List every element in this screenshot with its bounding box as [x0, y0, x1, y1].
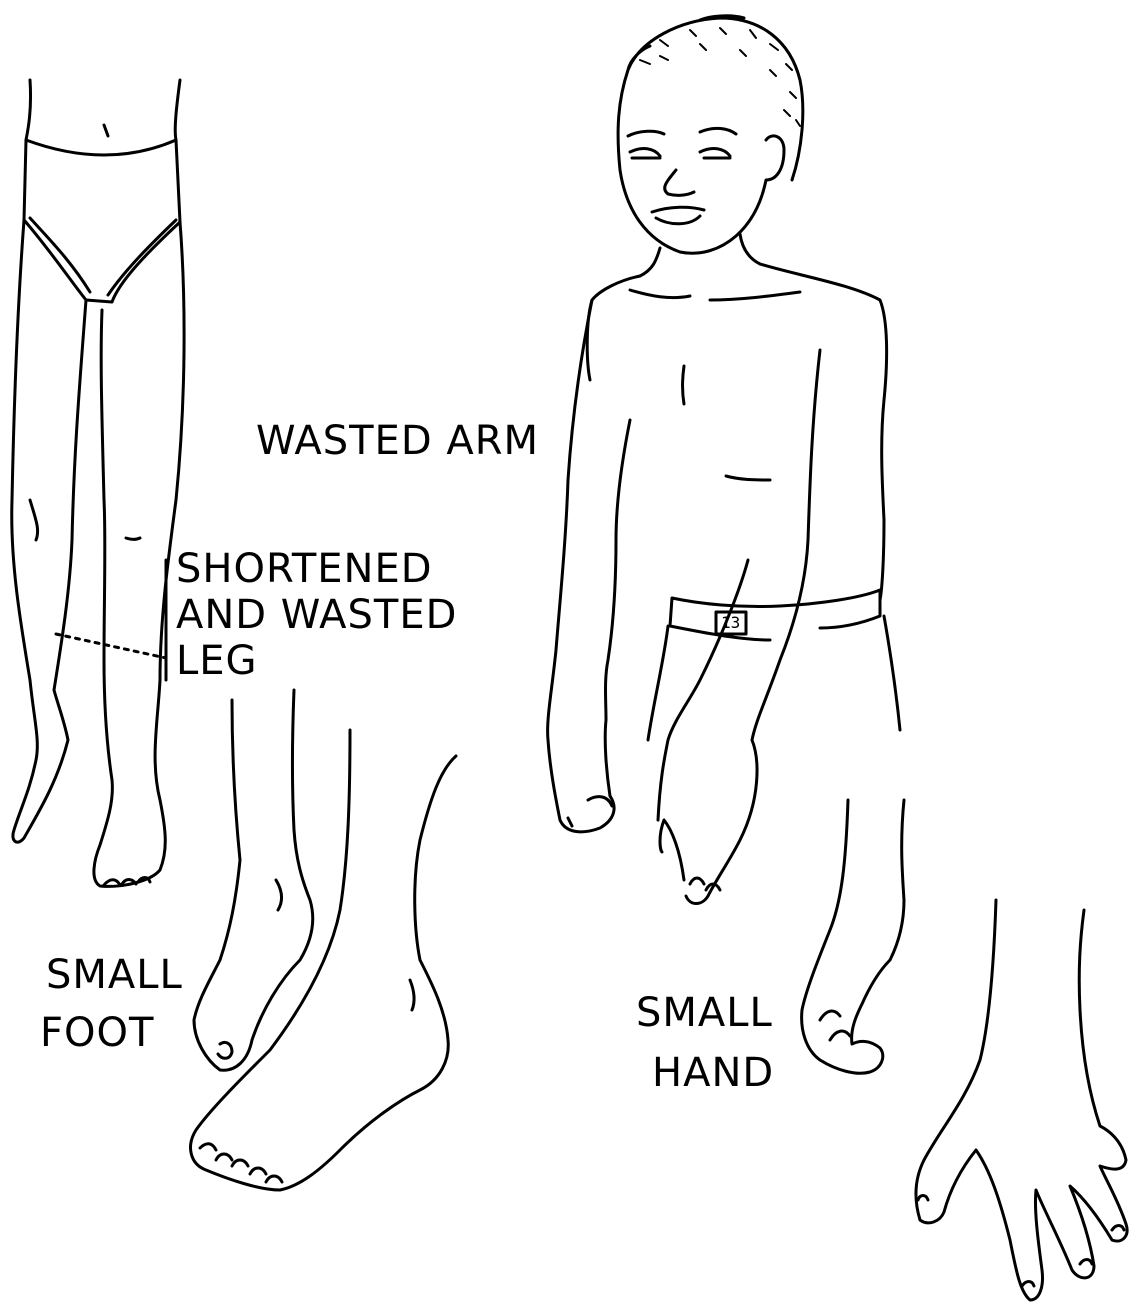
- boy-torso: [587, 264, 886, 600]
- boy-mouth: [652, 207, 704, 224]
- small-hand-label-line2: HAND: [652, 1050, 774, 1096]
- legs-figure: [12, 80, 184, 886]
- boy-right-eye: [700, 149, 730, 158]
- legs-underpants: [24, 140, 180, 302]
- left-leg-outline: [12, 220, 86, 842]
- normal-foot-outline: [191, 730, 456, 1190]
- normal-foot-toes: [200, 1144, 282, 1182]
- boy-face-outline: [618, 70, 784, 253]
- small-hand-label-line1: SMALL: [636, 990, 773, 1036]
- shortened-leg-label-line1: SHORTENED: [176, 546, 433, 592]
- shortened-leg-label-line2: AND WASTED: [176, 592, 457, 638]
- small-foot-label-line2: FOOT: [40, 1010, 154, 1056]
- boy-belt: [670, 590, 880, 640]
- small-hand-outline: [802, 800, 904, 1073]
- boy-hair-texture: [640, 28, 800, 126]
- left-knee-detail: [30, 500, 38, 540]
- normal-hand-outline: [916, 900, 1127, 1300]
- boy-hair: [628, 16, 803, 180]
- legs-torso-outline: [26, 80, 180, 140]
- boy-left-fist: [568, 797, 612, 826]
- leg-length-dotted-line: [56, 634, 166, 658]
- right-leg-outline: [94, 222, 184, 886]
- boy-chest-marks: [683, 366, 771, 480]
- right-knee-detail: [126, 538, 140, 540]
- wasted-arm-label: WASTED ARM: [256, 418, 539, 464]
- small-foot-ankle: [276, 880, 282, 910]
- belt-buckle-text: 13: [721, 612, 740, 634]
- boy-collarbones: [630, 290, 800, 300]
- feet-figure: [191, 690, 456, 1190]
- shortened-leg-label-line3: LEG: [176, 638, 258, 684]
- small-hand-fingers: [820, 1011, 850, 1040]
- hands-figure: [802, 800, 1127, 1300]
- boy-nose: [665, 170, 694, 195]
- normal-foot-ankle: [410, 980, 414, 1010]
- boy-left-eye: [630, 149, 660, 158]
- boy-figure: [548, 16, 900, 904]
- legs-navel: [104, 125, 108, 136]
- small-foot-toe: [218, 1042, 232, 1058]
- boy-eyebrows: [628, 128, 736, 136]
- small-foot-label-line1: SMALL: [46, 952, 183, 998]
